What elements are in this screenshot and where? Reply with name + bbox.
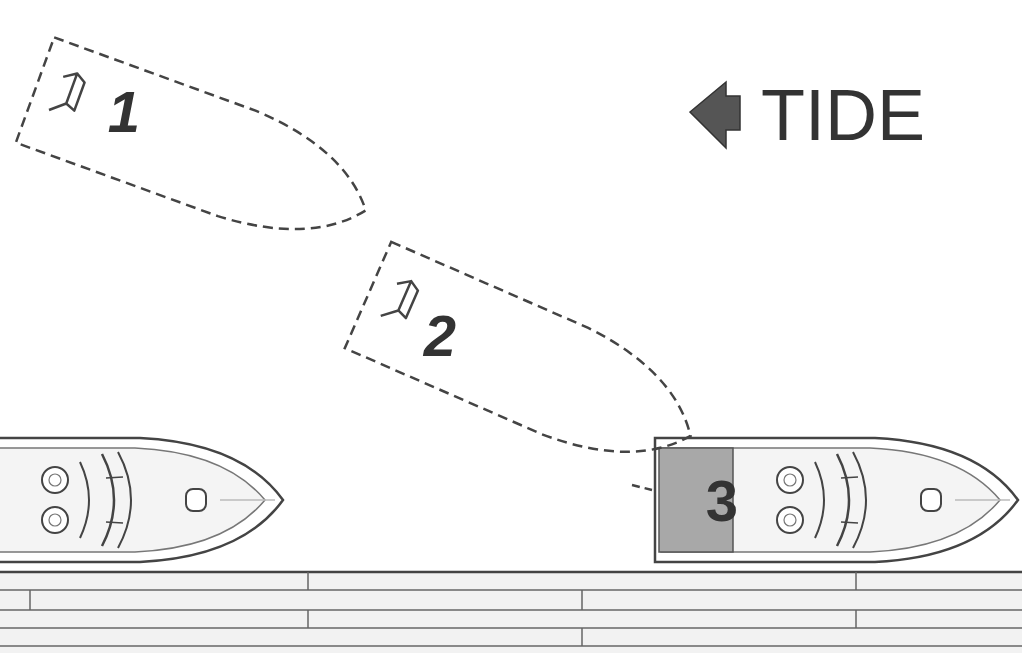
boat-position-2 <box>345 242 714 489</box>
position-number: 2 <box>424 307 456 365</box>
position-number: 3 <box>706 472 738 530</box>
tide-label: TIDE <box>761 79 925 151</box>
moored-boat <box>0 438 283 562</box>
docking-boat <box>655 438 1018 562</box>
dock <box>0 572 1022 653</box>
tide-arrow <box>690 82 740 148</box>
boat-position-1 <box>16 37 385 263</box>
approach-line <box>632 485 652 490</box>
position-number: 1 <box>108 83 140 141</box>
